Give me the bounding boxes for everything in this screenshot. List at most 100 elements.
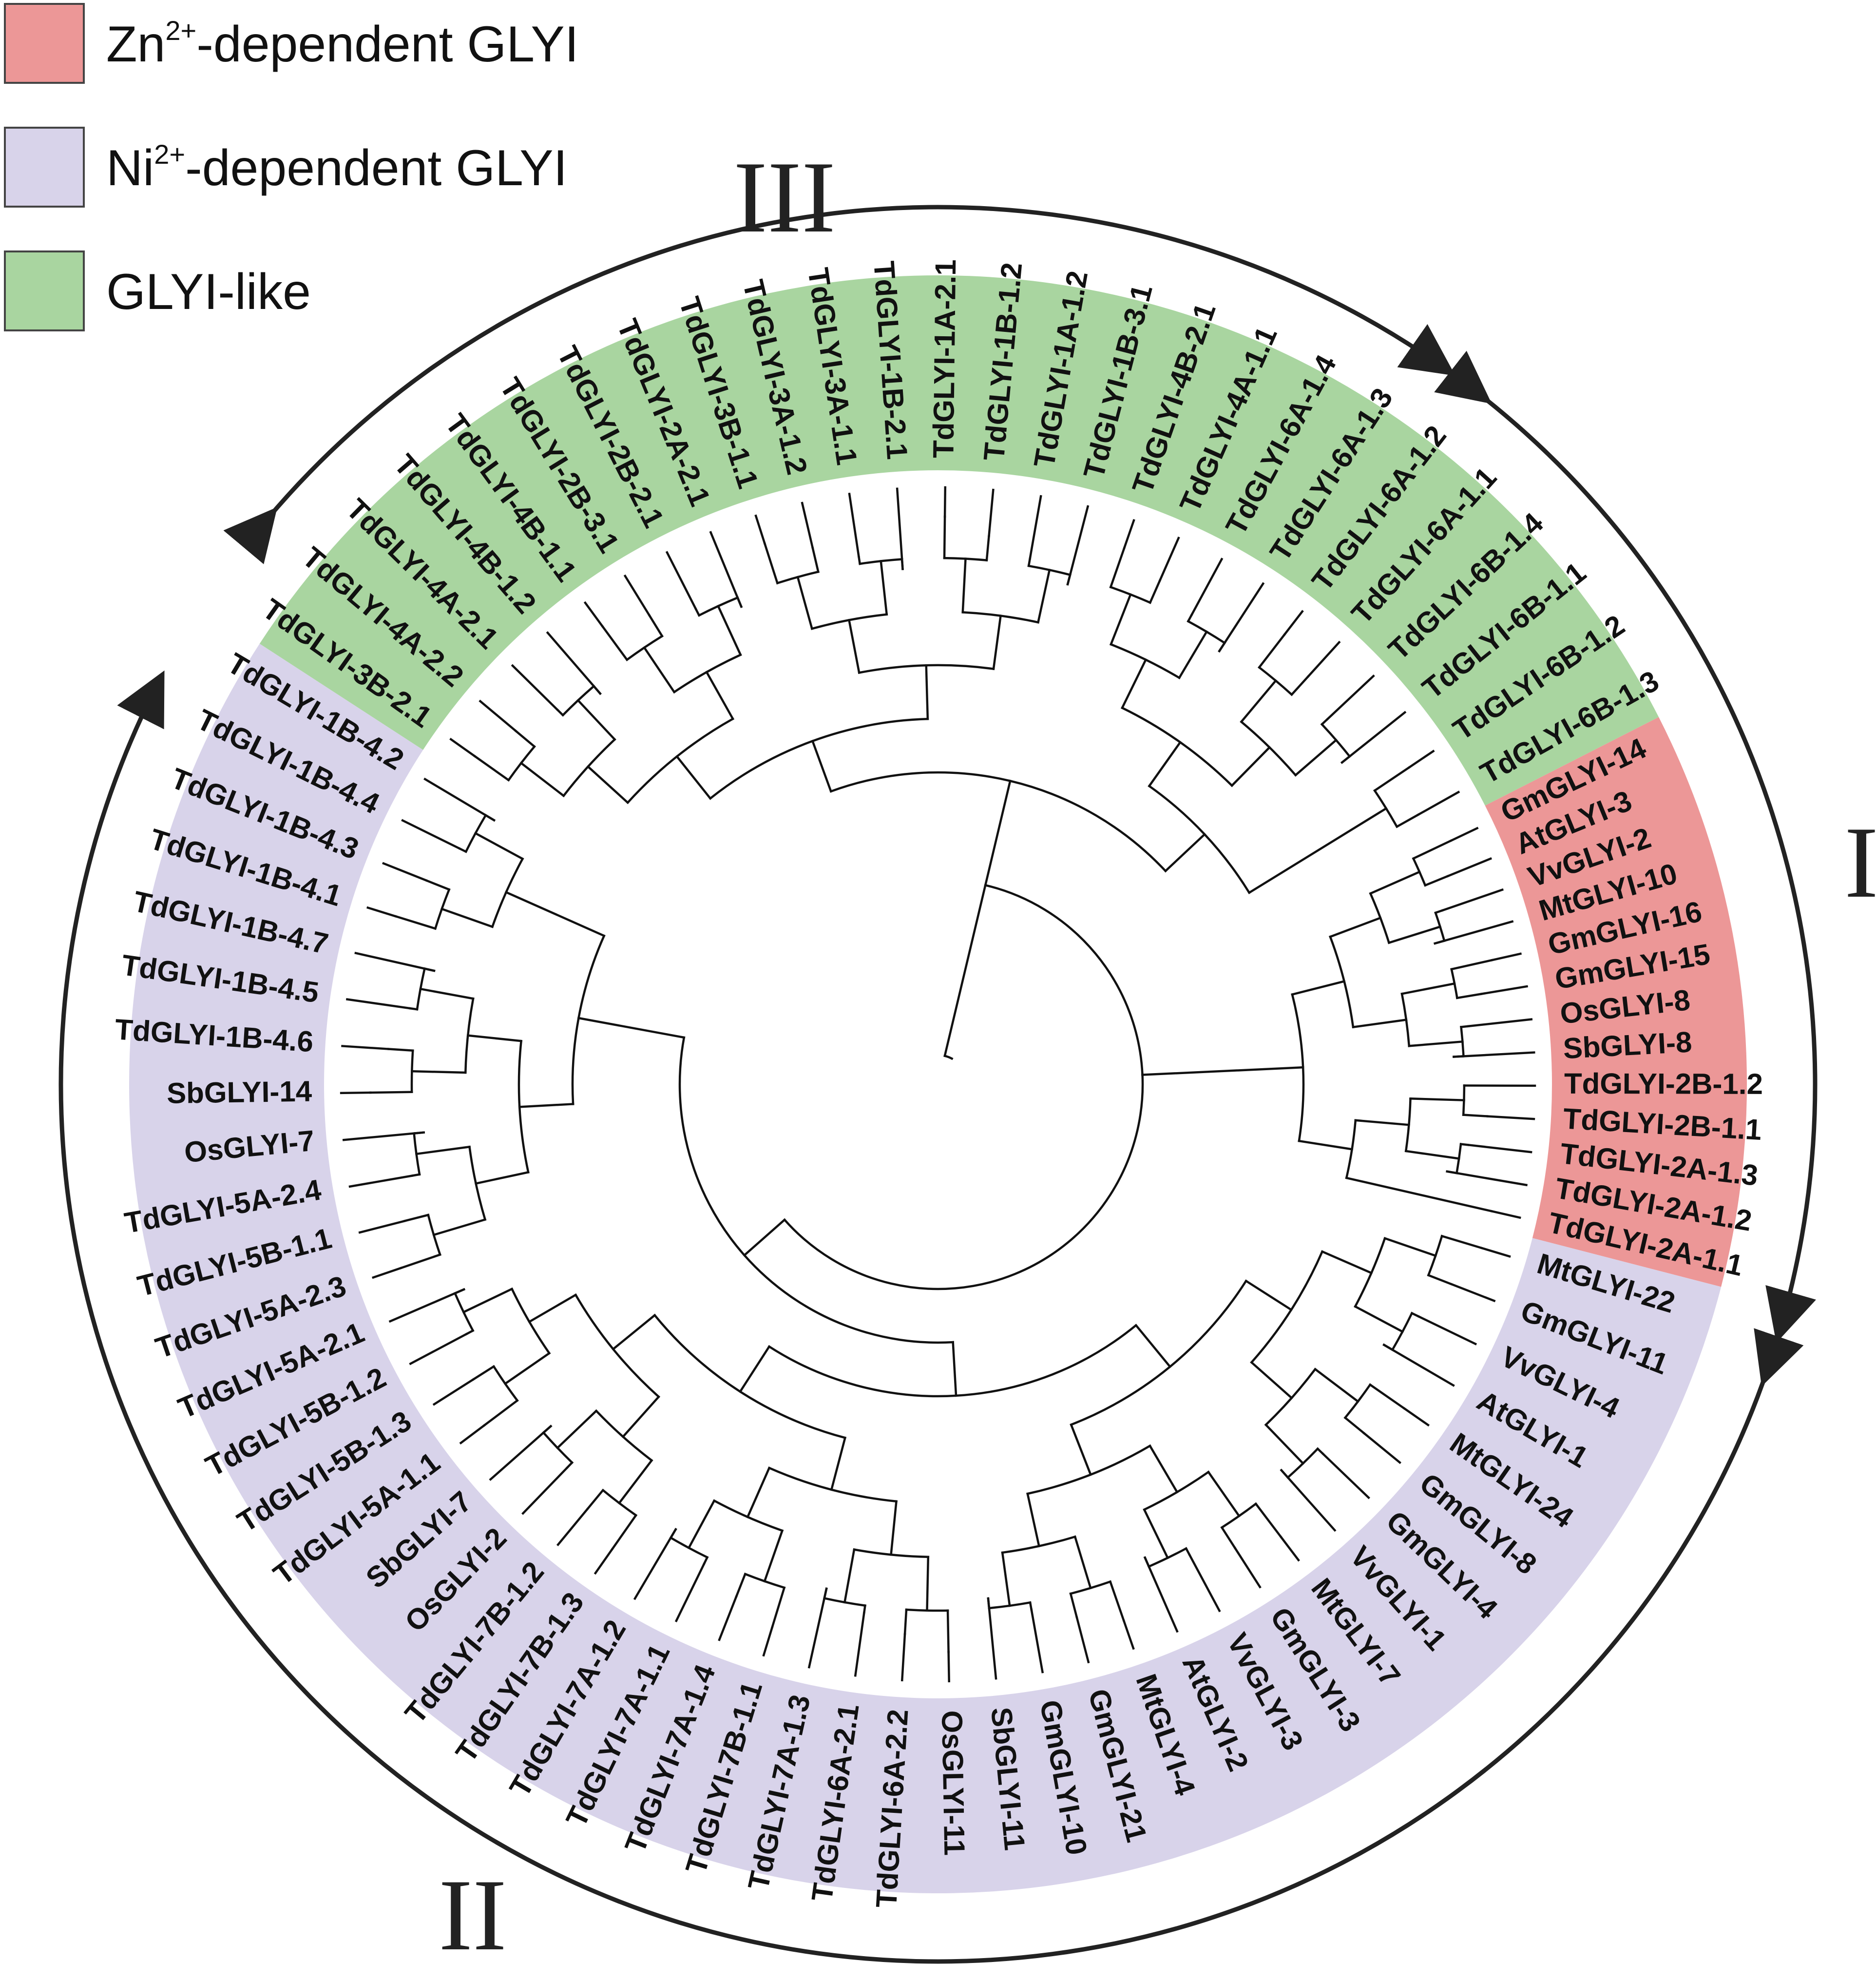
internal-branch bbox=[926, 1556, 930, 1612]
clade-label-III: III bbox=[733, 141, 836, 254]
tip-branch bbox=[1486, 1115, 1535, 1120]
internal-branch bbox=[1250, 1361, 1293, 1400]
internal-branch bbox=[1446, 1170, 1458, 1174]
tip-branch bbox=[1029, 495, 1042, 560]
legend-swatch-ni bbox=[4, 127, 85, 208]
clade-label-II: II bbox=[439, 1859, 507, 1972]
internal-branch bbox=[1290, 675, 1310, 696]
tip-branch bbox=[449, 737, 477, 758]
tip-branch bbox=[372, 1267, 402, 1279]
tip-branch bbox=[1491, 952, 1522, 962]
tip-branch bbox=[409, 1332, 468, 1366]
tip-branch bbox=[1325, 674, 1375, 721]
internal-branch bbox=[669, 1528, 677, 1539]
tip-branch bbox=[1449, 827, 1479, 843]
clade-II-arc bbox=[58, 670, 1804, 1964]
internal-branch bbox=[466, 1034, 523, 1042]
internal-branch bbox=[1291, 980, 1346, 996]
tip-branch bbox=[1280, 1468, 1337, 1532]
internal-branch bbox=[484, 813, 496, 822]
internal-branch bbox=[1178, 630, 1208, 679]
internal-branch bbox=[1383, 1237, 1437, 1257]
tip-branch bbox=[1190, 558, 1224, 616]
internal-branch bbox=[1109, 546, 1126, 589]
legend-swatch-glyi-like bbox=[4, 250, 85, 331]
tip-branch bbox=[358, 1219, 406, 1234]
internal-branch bbox=[1400, 982, 1456, 995]
leaf-label: OsGLYI-11 bbox=[936, 1710, 971, 1856]
tip-branch bbox=[762, 1626, 774, 1657]
internal-branch bbox=[811, 546, 820, 574]
tip-branch bbox=[388, 1288, 466, 1323]
internal-branch bbox=[440, 907, 494, 928]
internal-branch bbox=[411, 1070, 467, 1074]
internal-branch bbox=[1369, 870, 1421, 895]
internal-branch bbox=[482, 1399, 519, 1427]
internal-branch bbox=[1141, 1066, 1304, 1076]
tip-branch bbox=[342, 1131, 425, 1141]
internal-branch bbox=[1354, 1119, 1410, 1126]
internal-branch bbox=[387, 1048, 414, 1052]
internal-branch bbox=[823, 1587, 828, 1600]
internal-branch bbox=[783, 1074, 1144, 1290]
internal-branch bbox=[621, 1395, 661, 1439]
internal-branch bbox=[503, 1351, 551, 1385]
internal-branch bbox=[987, 1597, 991, 1610]
internal-branch bbox=[1409, 1097, 1465, 1101]
tip-branch bbox=[1218, 582, 1265, 653]
internal-branch bbox=[1069, 1592, 1078, 1619]
internal-branch bbox=[617, 1459, 653, 1505]
tip-branch bbox=[1382, 1343, 1455, 1387]
internal-branch bbox=[943, 884, 987, 1058]
tip-branch bbox=[1306, 640, 1341, 678]
internal-branch bbox=[1373, 766, 1411, 792]
tip-branch bbox=[489, 1424, 553, 1481]
internal-branch bbox=[601, 625, 629, 661]
clade-II-sector bbox=[129, 643, 1722, 1894]
tip-branch bbox=[1402, 1406, 1430, 1427]
internal-branch bbox=[1313, 1367, 1360, 1403]
internal-branch bbox=[1408, 1040, 1464, 1047]
internal-branch bbox=[687, 1499, 716, 1550]
internal-branch bbox=[843, 1548, 856, 1604]
tip-branch bbox=[556, 1507, 589, 1546]
internal-branch bbox=[985, 535, 990, 562]
tip-branch bbox=[432, 1378, 475, 1406]
tip-branch bbox=[801, 501, 814, 550]
internal-branch bbox=[1240, 679, 1278, 724]
internal-branch bbox=[577, 1017, 686, 1039]
internal-branch bbox=[1440, 1234, 1483, 1250]
internal-branch bbox=[925, 664, 929, 720]
internal-branch bbox=[675, 755, 712, 800]
internal-branch bbox=[518, 1103, 574, 1108]
internal-branch bbox=[413, 1131, 425, 1135]
tip-branch bbox=[1233, 1546, 1262, 1589]
internal-branch bbox=[763, 1529, 784, 1583]
internal-branch bbox=[890, 1500, 898, 1556]
tip-branch bbox=[382, 862, 428, 882]
internal-branch bbox=[1340, 754, 1351, 764]
tip-branch bbox=[583, 601, 604, 628]
internal-branch bbox=[1412, 839, 1453, 860]
tip-branch bbox=[348, 1174, 414, 1188]
internal-branch bbox=[1423, 874, 1450, 887]
tip-branch bbox=[1417, 1315, 1477, 1346]
internal-branch bbox=[1343, 1416, 1366, 1435]
legend-label-ni: Ni2+-dependent GLYI bbox=[106, 139, 568, 196]
internal-branch bbox=[586, 765, 630, 805]
internal-branch bbox=[1148, 741, 1182, 788]
tip-branch bbox=[1340, 711, 1407, 764]
tip-branch bbox=[1441, 888, 1504, 912]
tip-branch bbox=[674, 1562, 706, 1622]
tip-branch bbox=[1123, 519, 1135, 550]
internal-branch bbox=[1345, 1176, 1493, 1212]
leaf-label: SbGLYI-8 bbox=[1562, 1025, 1693, 1065]
tip-branch bbox=[718, 1595, 738, 1641]
internal-branch bbox=[1298, 1139, 1354, 1151]
internal-branch bbox=[763, 542, 779, 585]
tree-branches bbox=[340, 486, 1536, 1683]
tip-branch bbox=[479, 699, 517, 732]
internal-branch bbox=[943, 1054, 954, 1060]
internal-branch bbox=[862, 1604, 866, 1614]
tip-branch bbox=[1407, 750, 1435, 769]
